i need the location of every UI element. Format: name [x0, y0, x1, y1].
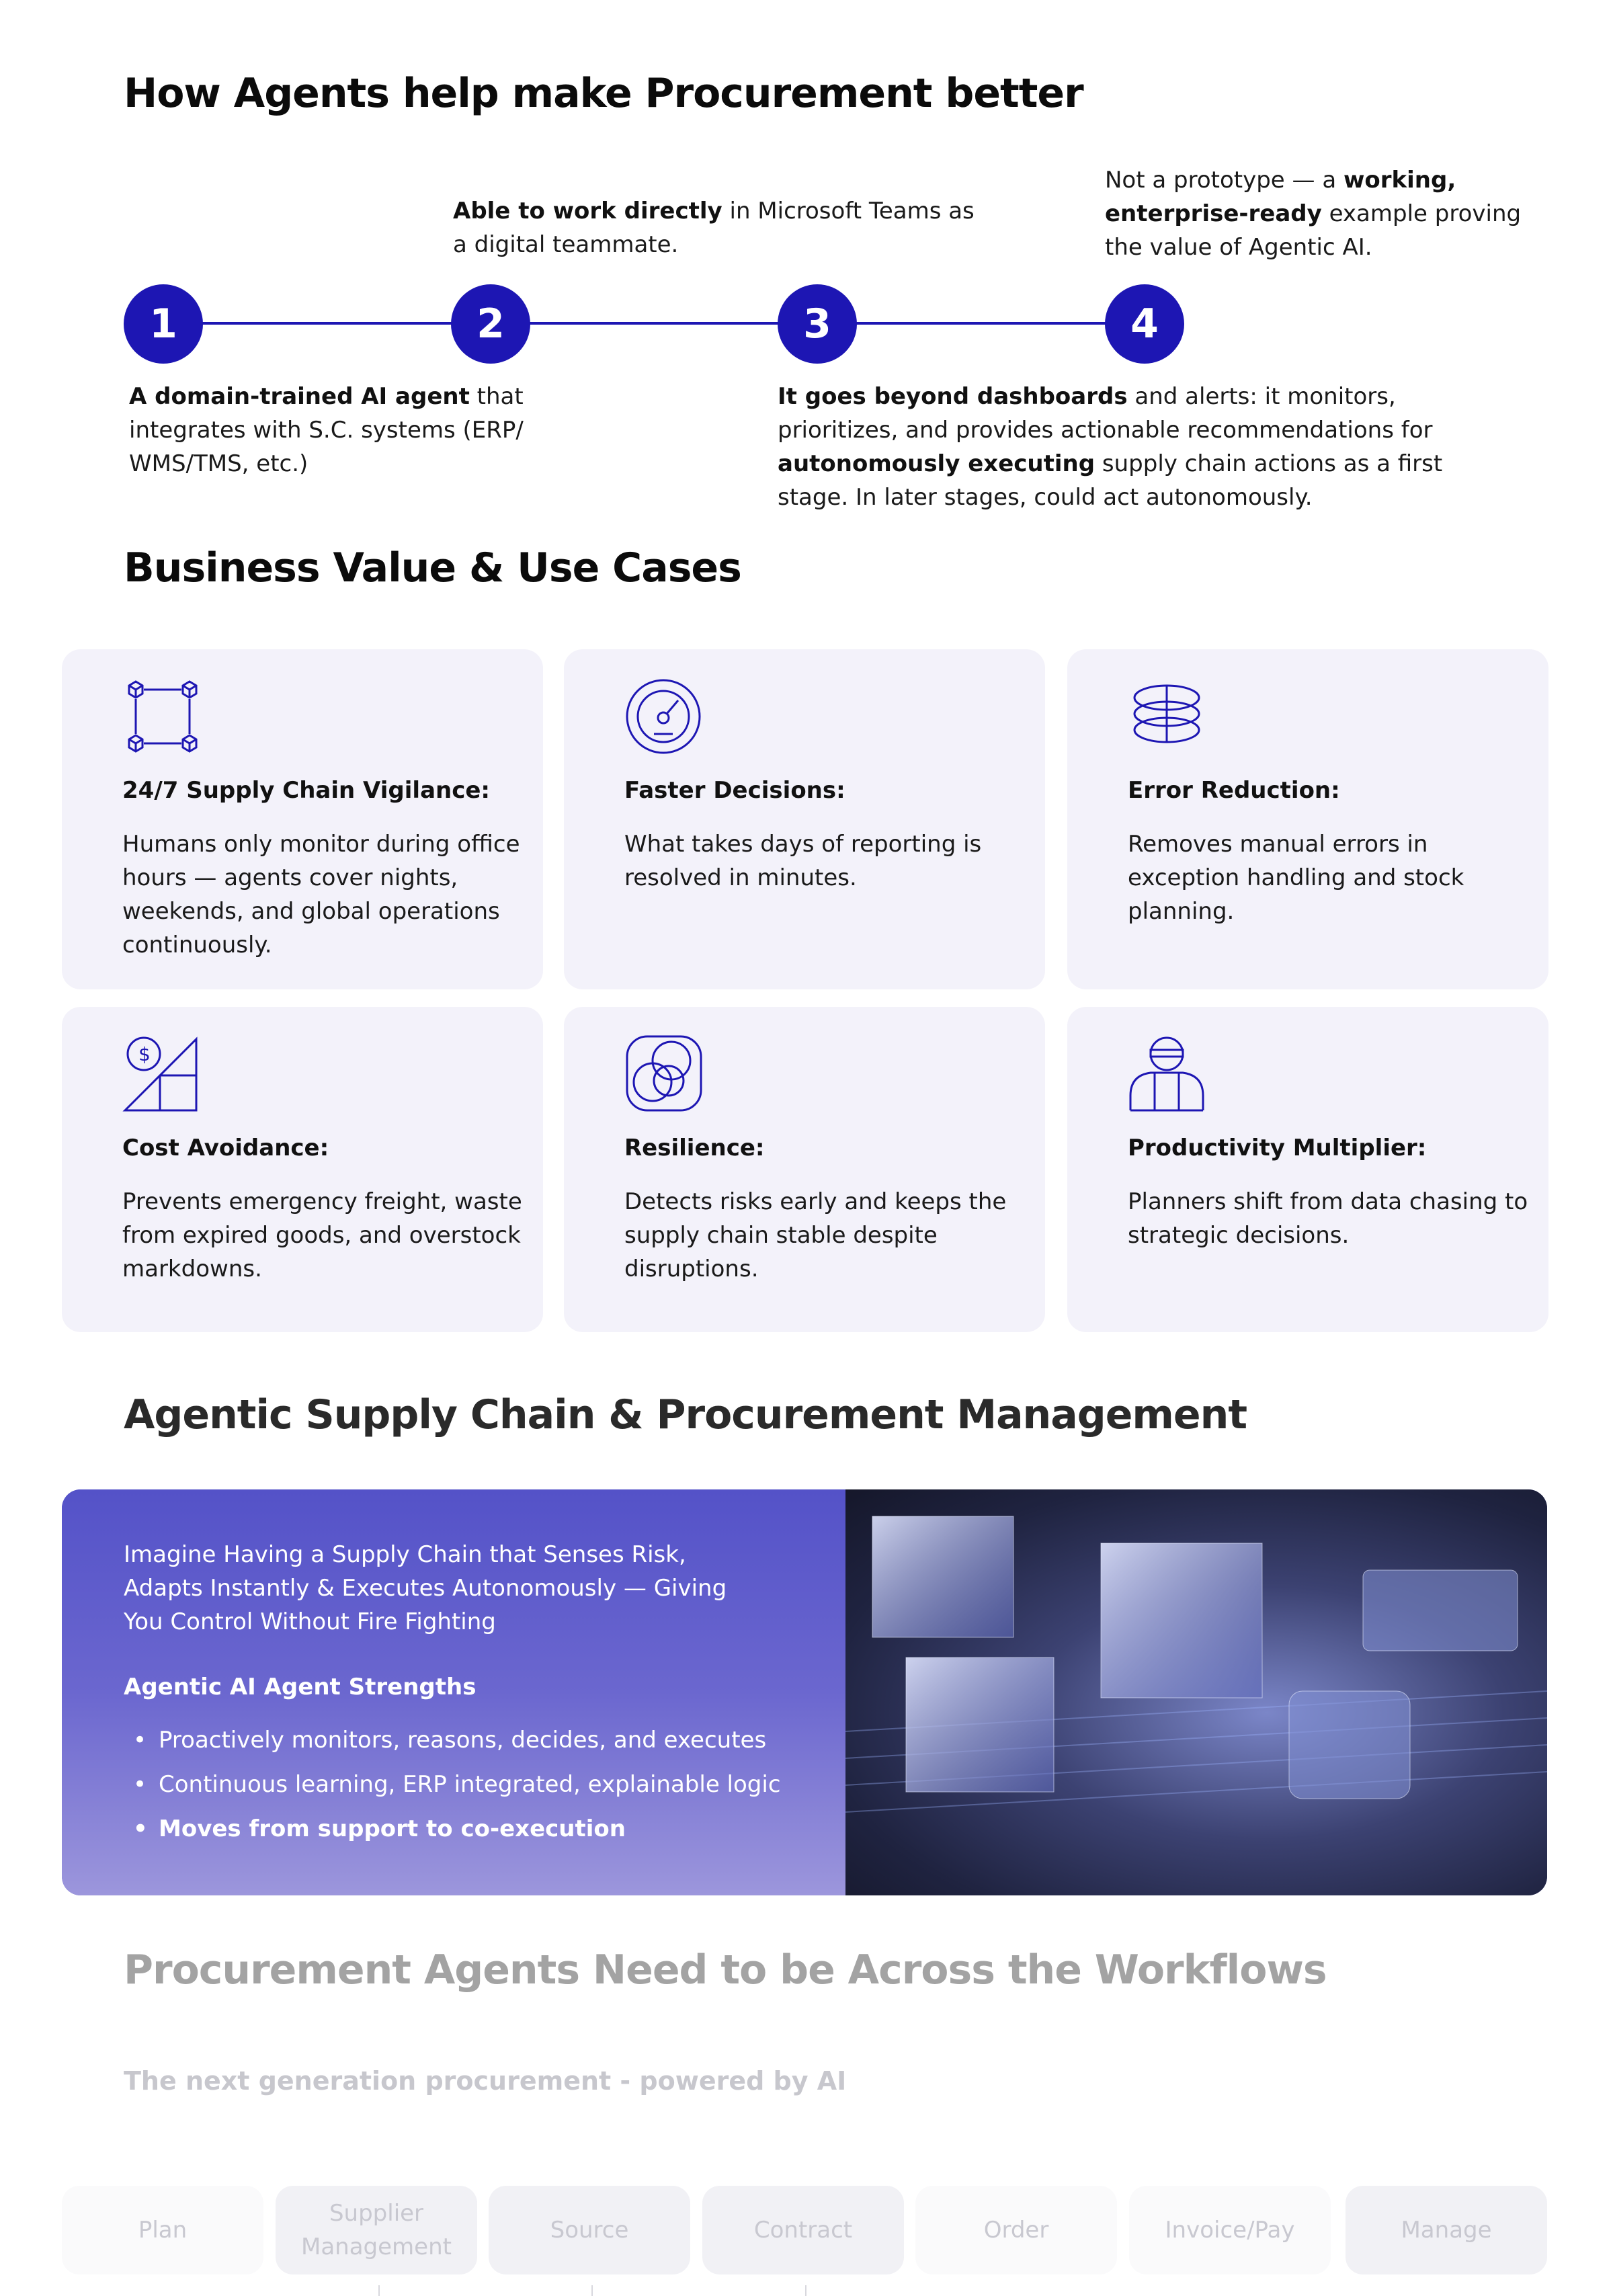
- tab-source[interactable]: Source: [489, 2186, 690, 2274]
- section-title-agentic-supply-chain: Agentic Supply Chain & Procurement Manag…: [124, 1391, 1247, 1438]
- hero-intro: Imagine Having a Supply Chain that Sense…: [124, 1541, 727, 1635]
- tab-supplier-management[interactable]: Supplier Management: [276, 2186, 477, 2274]
- card-productivity: Productivity Multiplier: Planners shift …: [1067, 1007, 1548, 1332]
- card-cost-avoidance: $ Cost Avoidance: Prevents emergency fre…: [62, 1007, 543, 1332]
- step-4-badge: 4: [1105, 284, 1184, 364]
- card-title: 24/7 Supply Chain Vigilance:: [122, 777, 491, 804]
- connector-tick: [378, 2285, 380, 2296]
- step-2-text: Able to work directly in Microsoft Teams…: [453, 194, 977, 261]
- section-subtitle: The next generation procurement - powere…: [124, 2066, 847, 2096]
- connector-tick: [591, 2285, 593, 2296]
- workflow-tabs: Plan Supplier Management Source Contract…: [62, 2186, 1547, 2274]
- card-resilience: Resilience: Detects risks early and keep…: [564, 1007, 1045, 1332]
- logistics-cubes-illustration: [845, 1516, 1547, 1813]
- step-2-badge: 2: [451, 284, 530, 364]
- card-desc: Removes manual errors in exception handl…: [1128, 831, 1464, 925]
- hero-subtitle: Agentic AI Agent Strengths: [124, 1674, 477, 1700]
- step-1-body: that integrates with S.C. systems (ERP/ …: [129, 383, 524, 477]
- tab-order[interactable]: Order: [915, 2186, 1117, 2274]
- step-3-badge: 3: [778, 284, 857, 364]
- step-3-body: and alerts: it monitors, prioritizes, an…: [778, 383, 1433, 444]
- card-title: Productivity Multiplier:: [1128, 1135, 1427, 1161]
- card-title: Faster Decisions:: [624, 777, 845, 804]
- card-desc: Humans only monitor during office hours …: [122, 831, 520, 958]
- tab-contract[interactable]: Contract: [702, 2186, 904, 2274]
- person-helmet-icon: [1129, 1036, 1204, 1112]
- list-item: •Continuous learning, ERP integrated, ex…: [133, 1771, 781, 1798]
- network-cubes-icon: [128, 680, 198, 753]
- step-4-bold: working, enterprise-ready: [1105, 167, 1456, 227]
- step-1-text: A domain-trained AI agent that integrate…: [129, 380, 546, 481]
- list-item: •Moves from support to co-execution: [133, 1815, 626, 1842]
- card-desc: Prevents emergency freight, waste from e…: [122, 1188, 522, 1282]
- card-vigilance: 24/7 Supply Chain Vigilance: Humans only…: [62, 649, 543, 989]
- section-title-how-agents: How Agents help make Procurement better: [124, 70, 1084, 117]
- step-3-text: It goes beyond dashboards and alerts: it…: [778, 380, 1450, 514]
- step-2-body: in Microsoft Teams as a digital teammate…: [453, 198, 975, 258]
- card-title: Error Reduction:: [1128, 777, 1340, 804]
- section-title-procurement-agents: Procurement Agents Need to be Across the…: [124, 1946, 1327, 1994]
- hero-illustration: [845, 1489, 1547, 1895]
- step-4-pre: Not a prototype — a: [1105, 167, 1343, 194]
- card-title: Cost Avoidance:: [122, 1135, 329, 1161]
- step-1-bold: A domain-trained AI agent: [129, 383, 470, 410]
- step-3-bold-2: autonomously executing: [778, 450, 1095, 477]
- cost-chart-icon: $: [122, 1036, 198, 1112]
- step-2-bold: Able to work directly: [453, 198, 722, 224]
- card-desc: What takes days of reporting is resolved…: [624, 831, 982, 891]
- tab-invoice-pay[interactable]: Invoice/Pay: [1129, 2186, 1331, 2274]
- hero-text-panel: Imagine Having a Supply Chain that Sense…: [62, 1489, 845, 1895]
- step-3-bold: It goes beyond dashboards: [778, 383, 1128, 410]
- card-title: Resilience:: [624, 1135, 765, 1161]
- card-faster-decisions: Faster Decisions: What takes days of rep…: [564, 649, 1045, 989]
- section-title-business-value: Business Value & Use Cases: [124, 544, 742, 591]
- list-item: •Proactively monitors, reasons, decides,…: [133, 1727, 767, 1754]
- step-4-text: Not a prototype — a working, enterprise-…: [1105, 163, 1535, 264]
- timeline-line: [164, 322, 1145, 325]
- card-error-reduction: Error Reduction: Removes manual errors i…: [1067, 649, 1548, 989]
- overlapping-circles-icon: [626, 1035, 702, 1112]
- tab-manage[interactable]: Manage: [1346, 2186, 1547, 2274]
- svg-text:$: $: [138, 1043, 151, 1065]
- step-1-badge: 1: [124, 284, 203, 364]
- tab-plan[interactable]: Plan: [62, 2186, 263, 2274]
- strengths-list: •Proactively monitors, reasons, decides,…: [124, 1718, 781, 1851]
- connector-tick: [805, 2285, 806, 2296]
- step-3-body-2: supply chain actions as a first stage. I…: [778, 450, 1443, 511]
- card-desc: Planners shift from data chasing to stra…: [1128, 1188, 1528, 1249]
- card-desc: Detects risks early and keeps the supply…: [624, 1188, 1007, 1282]
- hero-banner: Imagine Having a Supply Chain that Sense…: [62, 1489, 1547, 1895]
- step-4-body: example proving the value of Agentic AI.: [1105, 200, 1522, 261]
- gauge-icon: [626, 679, 701, 754]
- stacked-rings-icon: [1133, 684, 1200, 743]
